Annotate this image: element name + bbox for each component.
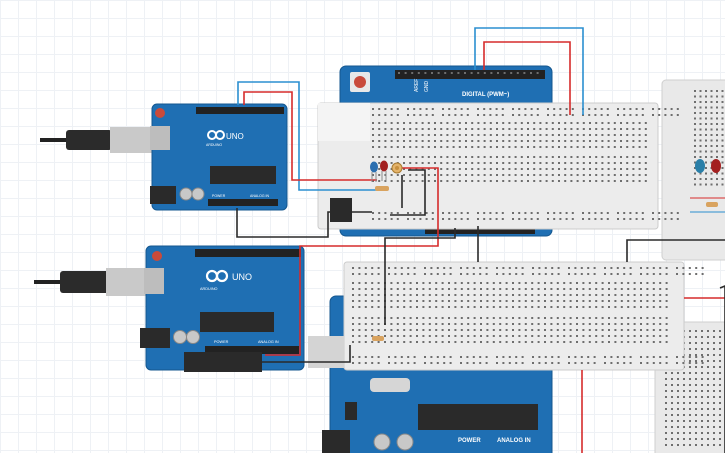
led-red-right[interactable]	[711, 159, 721, 173]
resistor-top[interactable]	[375, 186, 389, 191]
power-jack	[330, 198, 352, 222]
svg-text:ANALOG IN: ANALOG IN	[258, 340, 279, 344]
svg-text:AREF: AREF	[414, 79, 420, 92]
usb-cable-1	[66, 130, 112, 150]
led-red[interactable]	[380, 160, 388, 182]
breadboard-middle[interactable]	[343, 261, 704, 371]
arduino-uno-middle-left[interactable]: UNO ARDUINO POWER ANALOG IN	[34, 245, 305, 372]
svg-text:DIGITAL (PWM~): DIGITAL (PWM~)	[462, 92, 509, 98]
svg-text:UNO: UNO	[232, 272, 252, 282]
svg-text:GND: GND	[424, 81, 430, 93]
svg-text:ARDUINO: ARDUINO	[200, 287, 218, 291]
resistor-right[interactable]	[706, 202, 718, 207]
svg-text:POWER: POWER	[212, 194, 226, 198]
reset-button[interactable]	[155, 108, 165, 118]
resistor-middle[interactable]	[372, 336, 384, 341]
breadboard-right[interactable]	[661, 79, 725, 261]
breadboard-top[interactable]	[317, 102, 679, 230]
led-blue-right[interactable]	[695, 159, 705, 173]
wires[interactable]	[236, 27, 725, 453]
led-blue[interactable]	[370, 161, 378, 183]
svg-text:ANALOG IN: ANALOG IN	[497, 438, 531, 444]
potentiometer[interactable]	[391, 162, 403, 174]
usb-connector	[308, 336, 344, 368]
reset-button[interactable]	[152, 251, 162, 261]
svg-text:POWER: POWER	[214, 340, 229, 344]
svg-text:ARDUINO: ARDUINO	[206, 143, 222, 147]
usb-cable-2	[60, 271, 110, 293]
svg-text:ANALOG IN: ANALOG IN	[250, 194, 270, 198]
arduino-uno-top-left[interactable]: UNO ARDUINO POWER ANALOG IN	[40, 103, 288, 211]
reset-button[interactable]	[354, 76, 366, 88]
svg-text:UNO: UNO	[226, 132, 244, 141]
svg-text:POWER: POWER	[458, 438, 481, 444]
